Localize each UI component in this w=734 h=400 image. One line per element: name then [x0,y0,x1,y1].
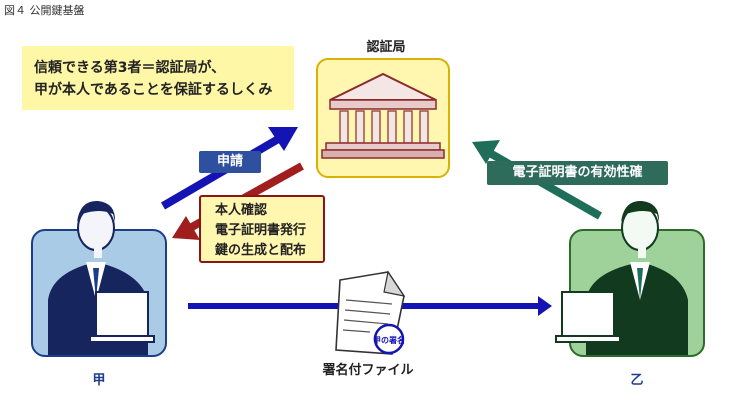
party-kou-label: 甲 [92,373,106,388]
issue-step-1: 本人確認 [215,203,268,218]
apply-label: 申請 [199,151,261,173]
signature-stamp-icon [373,323,405,355]
issue-step-2: 電子証明書発行 [215,223,307,238]
note-line-2: 甲が本人であることを保証するしくみ [34,82,273,98]
issue-steps-box: 本人確認 電子証明書発行 鍵の生成と配布 [199,195,325,263]
bank-building-icon [321,72,445,159]
explanation-note: 信頼できる第3者＝認証局が、 甲が本人であることを保証するしくみ [22,46,294,110]
verify-label: 電子証明書の有効性確 [487,161,668,185]
issue-step-3: 鍵の生成と配布 [215,243,307,258]
stamp-text: 甲の署名 [373,335,405,345]
person-otsu-icon [555,200,688,355]
figure-caption: 図４ 公開鍵基盤 [4,4,85,17]
certificate-authority-title: 認証局 [366,40,406,55]
signed-document-icon: 甲の署名 [335,270,406,355]
note-line-1: 信頼できる第3者＝認証局が、 [34,60,226,76]
party-otsu-label: 乙 [630,373,644,388]
person-kou-icon [48,200,155,355]
signed-file-label: 署名付ファイル [322,363,414,378]
